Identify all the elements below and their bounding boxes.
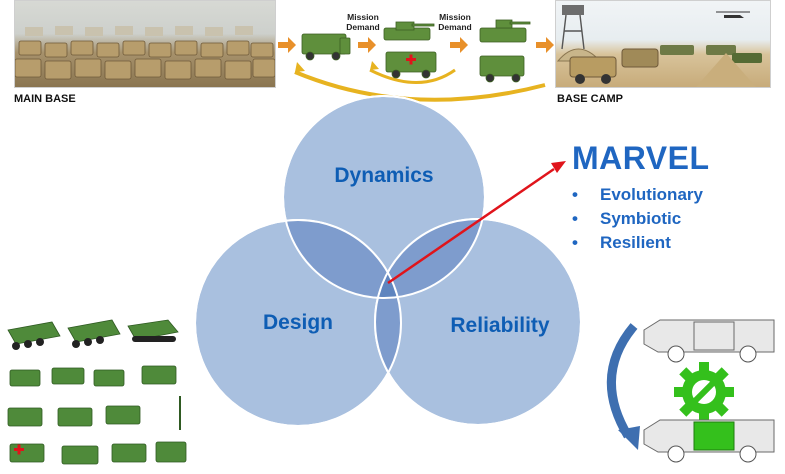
venn-label-reliability: Reliability [450,314,550,337]
marvel-list: •Evolutionary •Symbiotic •Resilient [572,183,703,255]
marvel-list-item: •Symbiotic [572,209,682,228]
marvel-list-item: •Resilient [572,233,671,252]
wrench-gear-icon [674,362,734,422]
marvel-title: MARVEL [572,140,710,176]
base-camp-photo [555,0,771,88]
base-camp-label: BASE CAMP [557,93,624,105]
mission-demand-label-2: Mission Demand [438,12,472,32]
flow-arrow-icon [278,37,554,53]
marvel-arrow [387,167,555,285]
mission-demand-label-1: Mission Demand [346,12,380,32]
main-base-label: MAIN BASE [14,93,76,105]
venn-label-dynamics: Dynamics [334,164,434,187]
reconfiguration-graphic [607,319,775,463]
curved-arrow-icon [607,323,640,450]
marvel-list-item: •Evolutionary [572,185,703,204]
venn-label-design: Design [262,311,333,334]
vehicle-modules-image [7,319,187,465]
flow-diagram [278,19,554,102]
main-base-photo [14,0,276,88]
